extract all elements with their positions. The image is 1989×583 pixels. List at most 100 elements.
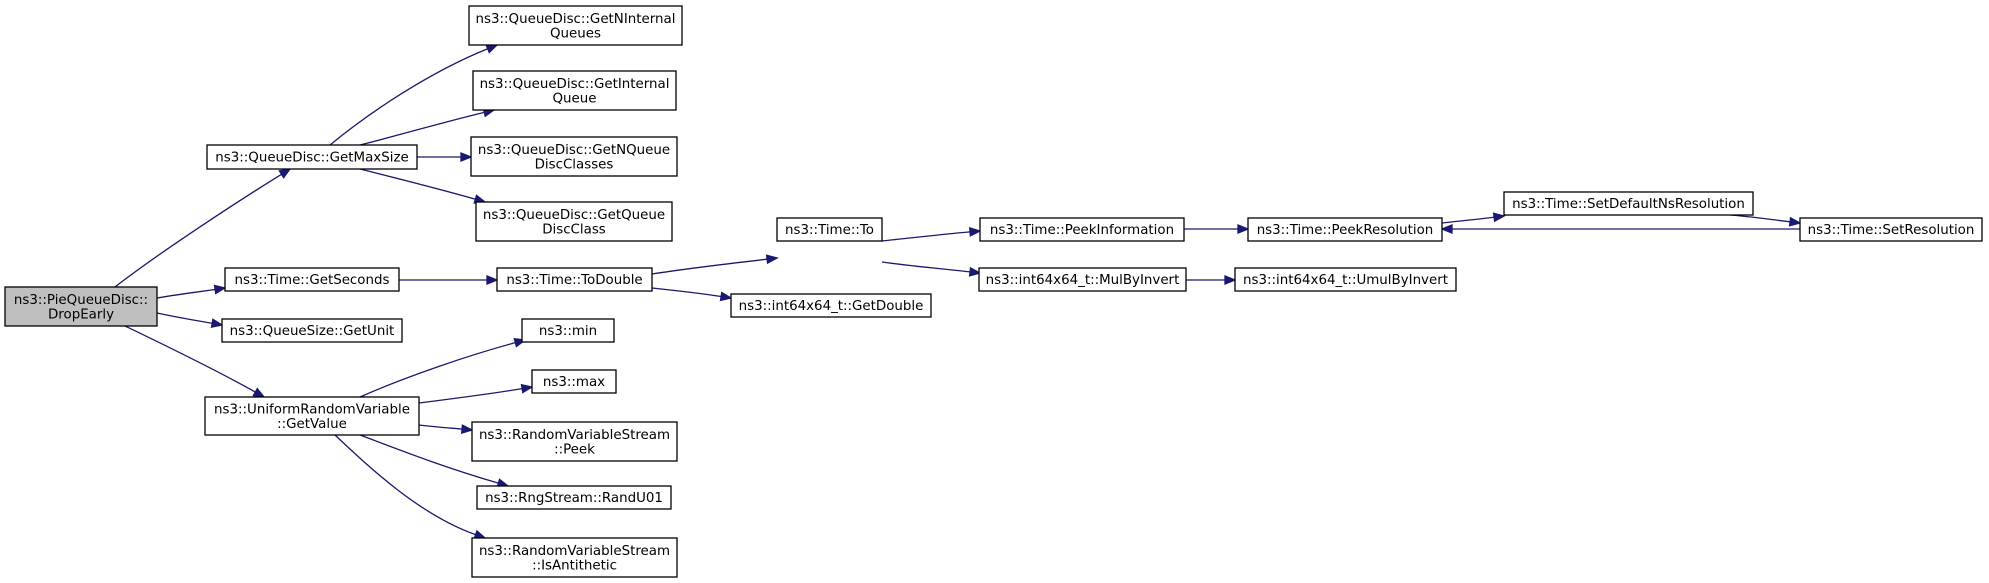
arrowhead-icon	[765, 254, 779, 265]
edge-line	[1441, 216, 1495, 224]
node-rvs-peek[interactable]: ns3::RandomVariableStream::Peek	[471, 421, 678, 462]
node-label-line: ns3::Time::PeekInformation	[990, 223, 1174, 238]
node-box[interactable]	[1234, 267, 1457, 292]
arrowhead-icon	[719, 291, 733, 302]
node-box[interactable]	[979, 217, 1185, 242]
node-rng-rand-u01[interactable]: ns3::RngStream::RandU01	[476, 485, 672, 510]
node-time-peek-resolution[interactable]: ns3::Time::PeekResolution	[1247, 217, 1443, 242]
node-int64-umul-by-invert[interactable]: ns3::int64x64_t::UmulByInvert	[1234, 267, 1457, 292]
node-label-line: ::GetValue	[277, 417, 347, 432]
edge-line	[881, 231, 971, 242]
node-label-line: ns3::Time::GetSeconds	[235, 273, 390, 288]
node-box[interactable]	[730, 293, 932, 318]
edge-drop_early-to-get_max_size	[114, 168, 292, 288]
arrowhead-icon	[1440, 224, 1453, 234]
arrowhead-icon	[1492, 212, 1506, 223]
node-box[interactable]	[224, 267, 400, 292]
node-box[interactable]	[978, 267, 1187, 292]
node-get-max-size[interactable]: ns3::QueueDisc::GetMaxSize	[206, 144, 418, 170]
node-box[interactable]	[475, 201, 673, 242]
node-label-line: ns3::min	[539, 324, 597, 339]
edges-layer	[114, 44, 1802, 540]
edge-line	[881, 261, 971, 273]
node-box[interactable]	[496, 267, 653, 292]
node-box[interactable]	[1799, 217, 1983, 242]
node-label-line: ns3::Time::To	[785, 223, 874, 238]
node-box[interactable]	[470, 136, 678, 177]
node-ns3-max[interactable]: ns3::max	[531, 369, 617, 394]
node-box[interactable]	[531, 369, 617, 394]
node-box[interactable]	[206, 144, 418, 170]
arrowhead-icon	[252, 387, 266, 398]
arrowhead-icon	[213, 284, 227, 295]
node-box[interactable]	[1503, 191, 1754, 216]
edge-uniform_get_value-to-ns3_min	[359, 338, 527, 398]
edge-time_set_resolution-to-time_peek_resolution	[1440, 224, 1800, 234]
node-box[interactable]	[471, 421, 678, 462]
edge-line	[651, 287, 722, 298]
node-label-line: ns3::Time::SetDefaultNsResolution	[1512, 197, 1745, 212]
edge-drop_early-to-uniform_get_value	[124, 325, 266, 398]
edge-time_set_default_ns_resolution-to-time_set_resolution	[1729, 214, 1802, 227]
edge-time_peek_resolution-to-time_set_default_ns_resolution	[1441, 212, 1506, 224]
node-uniform-get-value[interactable]: ns3::UniformRandomVariable::GetValue	[204, 396, 420, 436]
node-label-line: ns3::int64x64_t::UmulByInvert	[1243, 273, 1448, 288]
node-time-to[interactable]: ns3::Time::To	[776, 217, 883, 242]
node-box[interactable]	[204, 396, 420, 436]
node-time-to-double[interactable]: ns3::Time::ToDouble	[496, 267, 653, 292]
edge-line	[1729, 214, 1791, 223]
arrowhead-icon	[968, 226, 982, 237]
node-queue-size-get-unit[interactable]: ns3::QueueSize::GetUnit	[221, 318, 403, 343]
node-label-line: ns3::Time::ToDouble	[506, 273, 642, 288]
node-label-line: ns3::Time::SetResolution	[1808, 223, 1975, 238]
node-label-line: ns3::max	[543, 375, 605, 390]
arrowhead-icon	[485, 44, 499, 54]
edge-drop_early-to-time_get_seconds	[156, 284, 227, 299]
node-time-set-resolution[interactable]: ns3::Time::SetResolution	[1799, 217, 1983, 242]
node-int64-mul-by-invert[interactable]: ns3::int64x64_t::MulByInvert	[978, 267, 1187, 292]
arrowhead-icon	[473, 529, 487, 540]
node-box[interactable]	[476, 485, 672, 510]
node-drop-early[interactable]: ns3::PieQueueDisc::DropEarly	[4, 286, 158, 327]
arrowhead-icon	[1237, 224, 1250, 234]
edge-line	[156, 288, 216, 299]
node-time-get-seconds[interactable]: ns3::Time::GetSeconds	[224, 267, 400, 292]
node-label-line: ns3::QueueDisc::GetNInternal	[476, 12, 676, 27]
node-label-line: ::IsAntithetic	[532, 558, 617, 573]
node-ns3-min[interactable]: ns3::min	[521, 318, 615, 343]
node-label-line: ns3::QueueSize::GetUnit	[230, 324, 395, 339]
edge-line	[418, 388, 523, 404]
node-box[interactable]	[471, 537, 678, 578]
node-label-line: ::Peek	[554, 442, 595, 457]
edge-line	[359, 168, 476, 200]
arrowhead-icon	[460, 152, 473, 162]
node-box[interactable]	[221, 318, 403, 343]
edge-uniform_get_value-to-rvs_peek	[418, 424, 474, 434]
edge-line	[359, 434, 499, 484]
node-box[interactable]	[776, 217, 883, 242]
edge-time_to_double-to-int64_get_double	[651, 287, 733, 302]
node-label-line: DropEarly	[48, 307, 114, 322]
arrowhead-icon	[1788, 216, 1802, 227]
node-label-line: ns3::int64x64_t::MulByInvert	[986, 273, 1180, 288]
node-box[interactable]	[472, 70, 677, 111]
node-int64-get-double[interactable]: ns3::int64x64_t::GetDouble	[730, 293, 932, 318]
node-box[interactable]	[4, 286, 158, 327]
arrowhead-icon	[278, 168, 292, 179]
arrowhead-icon	[460, 424, 474, 434]
node-rvs-is-antithetic[interactable]: ns3::RandomVariableStream::IsAntithetic	[471, 537, 678, 578]
node-label-line: ns3::RandomVariableStream	[479, 544, 670, 559]
node-box[interactable]	[468, 5, 683, 46]
node-label-line: ns3::QueueDisc::GetInternal	[480, 77, 670, 92]
node-box[interactable]	[1247, 217, 1443, 242]
nodes-layer: ns3::PieQueueDisc::DropEarly ns3::QueueDi…	[4, 5, 1983, 578]
node-time-set-default-ns-resolution[interactable]: ns3::Time::SetDefaultNsResolution	[1503, 191, 1754, 216]
node-label-line: ns3::Time::PeekResolution	[1257, 223, 1434, 238]
node-time-peek-information[interactable]: ns3::Time::PeekInformation	[979, 217, 1185, 242]
edge-time_to-to-int64_mul_by_invert	[881, 261, 982, 277]
node-box[interactable]	[521, 318, 615, 343]
